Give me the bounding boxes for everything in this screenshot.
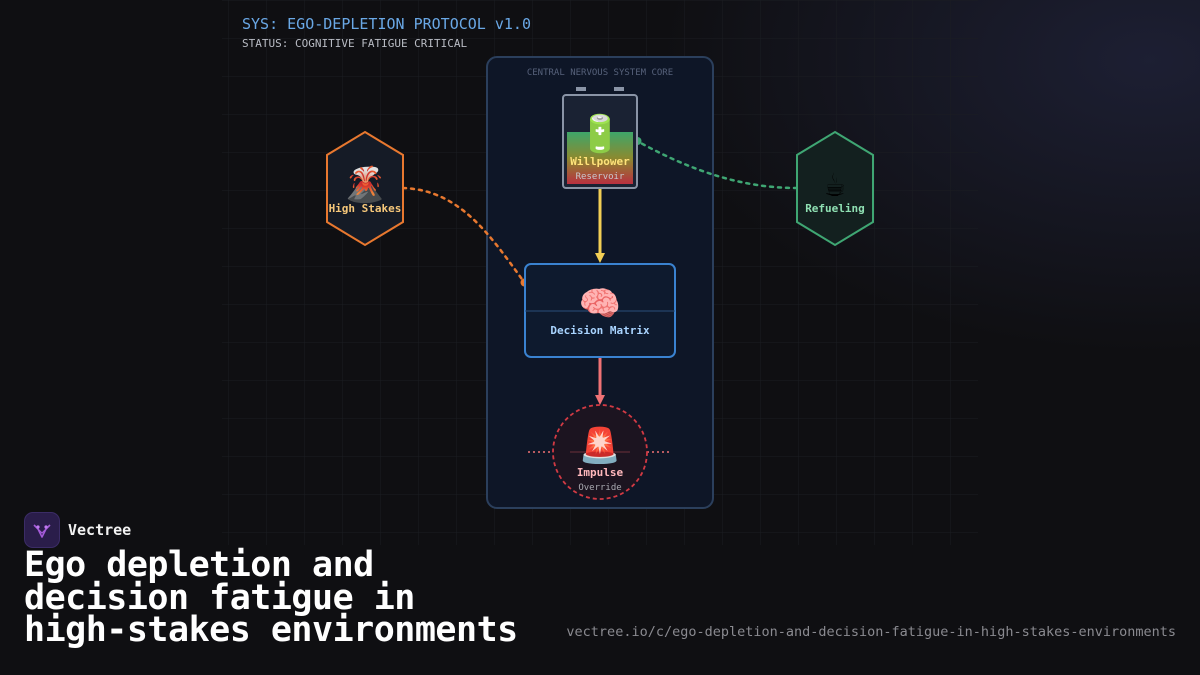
cns-core-label: CENTRAL NERVOUS SYSTEM CORE	[527, 68, 673, 78]
brand-block: Vectree	[24, 512, 131, 548]
vectree-logo-icon	[24, 512, 60, 548]
recovery-connector	[635, 139, 799, 190]
siren-icon: 🚨	[579, 426, 621, 466]
refueling-label: Refueling	[805, 202, 865, 215]
decision-matrix-label: Decision Matrix	[550, 324, 650, 337]
volcano-icon: 🌋	[344, 165, 386, 205]
system-title: SYS: EGO-DEPLETION PROTOCOL v1.0	[242, 15, 531, 33]
decision-matrix-node: 🧠 Decision Matrix	[524, 263, 676, 358]
impulse-label: Impulse	[577, 466, 624, 479]
stress-connector	[401, 186, 526, 284]
willpower-label: Willpower	[570, 155, 630, 168]
source-url[interactable]: vectree.io/c/ego-depletion-and-decision-…	[566, 624, 1176, 640]
high-stakes-node: 🌋 High Stakes	[326, 130, 404, 247]
impulse-override-node: 🚨 Impulse Override	[528, 404, 672, 500]
title-line-3: high-stakes environments	[24, 610, 518, 650]
high-stakes-label: High Stakes	[329, 202, 402, 215]
title-line-2: decision fatigue in	[24, 577, 415, 618]
refueling-node: ☕ Refueling	[796, 130, 874, 247]
willpower-sublabel: Reservoir	[576, 172, 625, 182]
brain-icon: 🧠	[579, 284, 621, 324]
willpower-battery-node: 🔋 Willpower Reservoir	[562, 87, 638, 189]
impulse-sublabel: Override	[578, 483, 621, 493]
page-title: Ego depletion and decision fatigue in hi…	[24, 545, 518, 650]
coffee-icon: ☕	[825, 165, 845, 205]
brand-name: Vectree	[68, 521, 132, 539]
battery-icon: 🔋	[578, 113, 623, 155]
title-line-1: Ego depletion and	[24, 545, 374, 585]
willpower-level-fill	[567, 132, 633, 184]
battery-terminal-right	[614, 87, 624, 91]
status-text: STATUS: COGNITIVE FATIGUE CRITICAL	[242, 37, 468, 50]
battery-terminal-left	[576, 87, 586, 91]
